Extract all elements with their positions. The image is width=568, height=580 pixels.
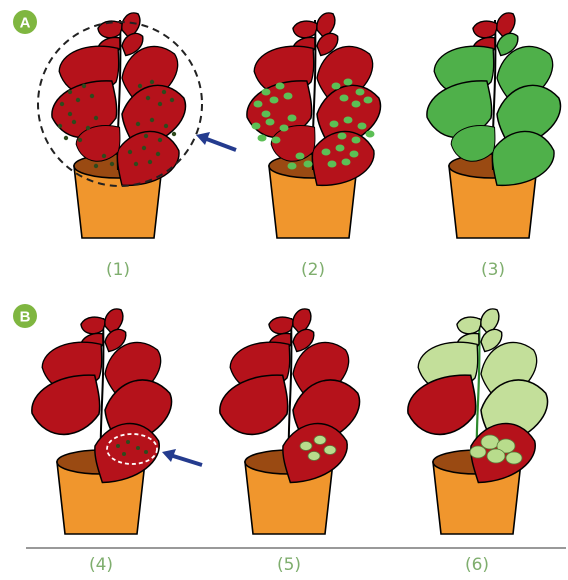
caption-2: (2)	[301, 260, 325, 280]
plant-3: (3)	[423, 10, 563, 280]
section-badge-label: A	[20, 15, 31, 32]
plant-4: (4)	[28, 306, 202, 575]
caption-6: (6)	[465, 555, 489, 575]
caption-1: (1)	[106, 260, 130, 280]
caption-4: (4)	[89, 555, 113, 575]
arrow-icon	[162, 449, 202, 465]
caption-5: (5)	[277, 555, 301, 575]
arrow-icon	[196, 132, 236, 150]
caption-3: (3)	[481, 260, 505, 280]
plant-1: (1)	[38, 10, 236, 280]
plant-6: (6)	[404, 306, 551, 575]
plant-2: (2)	[243, 10, 383, 280]
plant-5: (5)	[216, 306, 363, 575]
section-b: B	[13, 304, 37, 328]
section-a: A	[13, 10, 37, 34]
section-badge-label: B	[20, 309, 31, 326]
